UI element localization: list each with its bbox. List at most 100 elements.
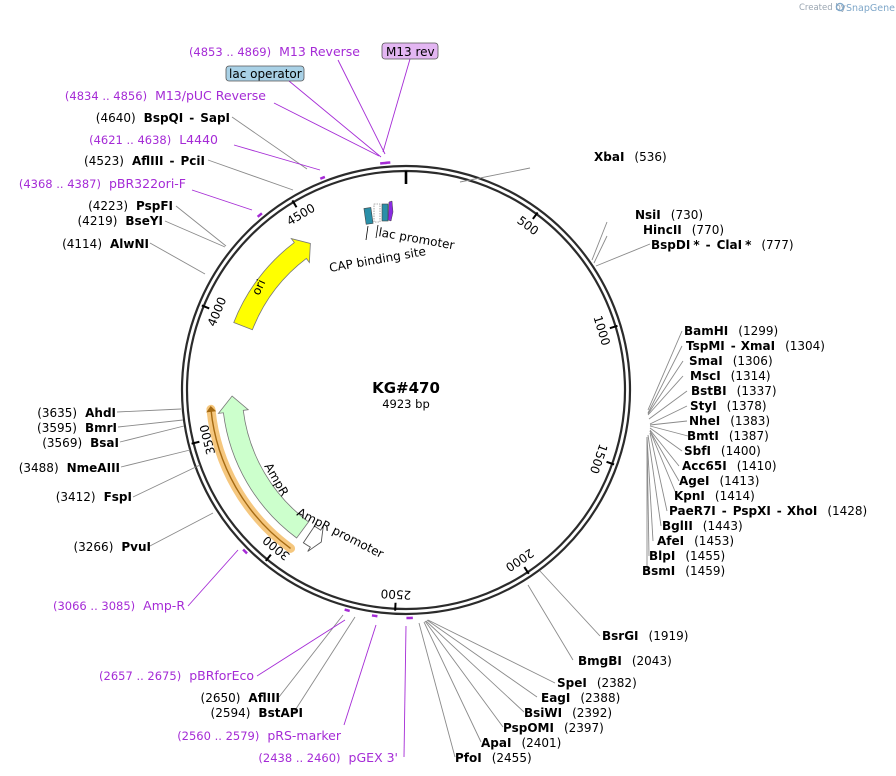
site-styi[interactable]: StyI(1378) <box>690 399 767 413</box>
site-position: (2650) <box>201 691 241 705</box>
primer-pbr322[interactable]: (4368 .. 4387)pBR322ori-F <box>19 176 186 191</box>
site-afliii1[interactable]: (4523)AflIII-PciI <box>84 154 205 168</box>
site-kpni[interactable]: KpnI(1414) <box>674 489 755 503</box>
lac-operator-box[interactable] <box>381 203 389 222</box>
leader-line <box>649 430 680 482</box>
site-pspfi[interactable]: (4223)PspFI <box>88 199 173 213</box>
leader-line <box>423 621 482 743</box>
site-fspi[interactable]: (3412)FspI <box>56 490 132 504</box>
enzyme-name: BstBI <box>691 384 727 398</box>
site-pfoi[interactable]: PfoI(2455) <box>455 751 532 765</box>
lac-operator-label-box[interactable] <box>225 65 305 82</box>
ori-label: ori <box>249 277 268 297</box>
leader-line <box>120 449 191 468</box>
site-position: (2382) <box>597 676 637 690</box>
leader-line <box>459 167 531 183</box>
site-eagi[interactable]: EagI(2388) <box>541 691 620 705</box>
m13-rev-label-box[interactable] <box>381 42 439 60</box>
tick-3000 <box>265 554 272 562</box>
primer-prs[interactable]: (2560 .. 2579)pRS-marker <box>177 728 342 743</box>
leader-line <box>418 622 456 758</box>
primer-pgex[interactable]: (2438 .. 2460)pGEX 3' <box>258 750 398 765</box>
enzyme-name: BspQI <box>144 111 184 125</box>
site-bsrgi[interactable]: BsrGI(1919) <box>602 629 688 643</box>
enzyme-name: AgeI <box>679 474 709 488</box>
ampr-arrow[interactable] <box>217 395 310 539</box>
leader-line <box>647 360 684 415</box>
site-bspqi[interactable]: (4640)BspQI-SapI <box>96 111 230 125</box>
site-paer7i[interactable]: PaeR7I-PspXI-XhoI(1428) <box>669 504 867 518</box>
site-nmeaiii[interactable]: (3488)NmeAIII <box>19 461 120 475</box>
enzyme-name: SpeI <box>557 676 587 690</box>
primer-m13puc[interactable]: (4834 .. 4856)M13/pUC Reverse <box>65 88 266 103</box>
enzyme-name: AflIII <box>132 154 164 168</box>
site-apai[interactable]: ApaI(2401) <box>481 736 561 750</box>
enzyme-name: PciI <box>181 154 206 168</box>
lac-promoter-leader <box>375 224 379 239</box>
site-pspomi[interactable]: PspOMI(2397) <box>503 721 604 735</box>
site-nhei[interactable]: NheI(1383) <box>689 414 770 428</box>
primer-range: (2657 .. 2675) <box>99 669 181 683</box>
ampr-primer-arrowhead <box>206 406 217 413</box>
leader-line <box>649 427 683 452</box>
site-bsiwi[interactable]: BsiWI(2392) <box>524 706 612 720</box>
leader-line <box>149 242 206 275</box>
site-hincii[interactable]: HincII(770) <box>643 223 724 237</box>
tick-1500 <box>606 460 615 466</box>
lac-promoter-box[interactable] <box>373 203 381 223</box>
ampr-promoter-arrow[interactable] <box>302 525 324 552</box>
primer-leader-line <box>337 59 386 155</box>
site-bsmi[interactable]: BsmI(1459) <box>642 564 725 578</box>
primer-ampr[interactable]: (3066 .. 3085)Amp-R <box>53 598 185 613</box>
enzyme-name: SmaI <box>689 354 723 368</box>
cap-binding-site-box[interactable] <box>363 207 374 225</box>
site-separator: - <box>189 111 194 125</box>
site-agei[interactable]: AgeI(1413) <box>679 474 759 488</box>
site-spei[interactable]: SpeI (2382) <box>557 676 637 690</box>
site-position: (1314) <box>731 369 771 383</box>
site-bglii[interactable]: BglII(1443) <box>662 519 743 533</box>
m13-rev-box[interactable] <box>387 200 394 222</box>
primer-pbrforeco[interactable]: (2657 .. 2675)pBRforEco <box>99 668 254 683</box>
site-position: (3266) <box>73 540 113 554</box>
leader-line <box>647 434 662 527</box>
site-msci[interactable]: MscI(1314) <box>690 369 771 383</box>
site-bseyi[interactable]: (4219)BseYI <box>78 214 164 228</box>
site-bspdi[interactable]: BspDI*-ClaI*(777) <box>651 238 794 252</box>
site-afliii2[interactable]: (2650)AflIII <box>201 691 280 705</box>
ori-arrow[interactable] <box>233 237 311 331</box>
site-smai[interactable]: SmaI(1306) <box>689 354 773 368</box>
site-bstbi[interactable]: BstBI(1337) <box>691 384 777 398</box>
site-position: (1459) <box>685 564 725 578</box>
site-bmgbi[interactable]: BmgBI(2043) <box>578 654 672 668</box>
site-afei[interactable]: AfeI(1453) <box>657 534 734 548</box>
feature-ampr[interactable]: AmpR AmpR promoter <box>206 395 386 561</box>
site-bstapi[interactable]: (2594)BstAPI <box>211 706 303 720</box>
feature-lac-region[interactable]: lac promoter CAP binding site <box>328 200 456 275</box>
site-bmri[interactable]: (3595)BmrI <box>37 421 117 435</box>
site-star: * <box>745 238 752 252</box>
site-bsai[interactable]: (3569)BsaI <box>42 436 119 450</box>
site-bmti[interactable]: BmtI(1387) <box>687 429 769 443</box>
site-alwni[interactable]: (4114)AlwNI <box>62 237 149 251</box>
site-acc65i[interactable]: Acc65I(1410) <box>682 459 777 473</box>
leader-line <box>427 619 556 684</box>
site-xbai[interactable]: XbaI(536) <box>594 150 667 164</box>
site-ahdi[interactable]: (3635)AhdI <box>37 406 116 420</box>
site-position: (1414) <box>715 489 755 503</box>
primer-m13r[interactable]: (4853 .. 4869)M13 Reverse <box>189 44 360 59</box>
primer-leader-line <box>288 80 382 158</box>
tick-label-500: 500 <box>514 213 541 238</box>
site-tspmi[interactable]: TspMI-XmaI(1304) <box>686 339 825 353</box>
site-position: (1299) <box>738 324 778 338</box>
primer-name: Amp-R <box>143 598 185 613</box>
site-pvui[interactable]: (3266)PvuI <box>73 540 151 554</box>
site-bamhi[interactable]: BamHI(1299) <box>684 324 778 338</box>
site-position: (1455) <box>685 549 725 563</box>
site-sbfi[interactable]: SbfI(1400) <box>684 444 761 458</box>
primer-l4440[interactable]: (4621 .. 4638)L4440 <box>89 132 218 147</box>
feature-ori[interactable]: ori <box>233 237 311 331</box>
site-nsii[interactable]: NsiI(730) <box>635 208 703 222</box>
site-blpi[interactable]: BlpI(1455) <box>649 549 725 563</box>
backbone-outer-strand <box>180 164 632 616</box>
